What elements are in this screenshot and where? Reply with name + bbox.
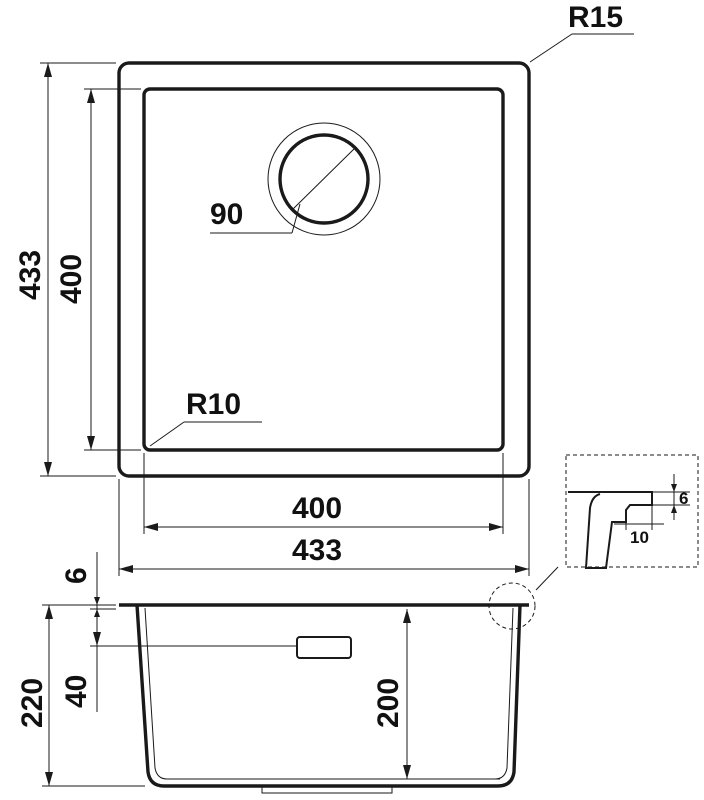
rim-detail-view: 6 10 [535,454,699,591]
overflow-slot [296,636,352,659]
width-inner-label: 400 [292,492,342,525]
overflow-offset-dimension [90,609,297,712]
detail-height-label: 6 [679,489,688,508]
drain-hole [210,122,381,236]
total-depth-dimension [42,604,145,787]
outer-radius-label: R15 [568,1,623,34]
width-outer-label: 433 [292,534,342,567]
bowl-depth-dimension [400,609,500,780]
height-outer-label: 433 [14,250,47,300]
width-400-dimension [143,453,504,534]
height-400-dimension [84,88,141,451]
inner-bowl-outline [142,87,505,452]
inner-radius-label: R10 [186,388,241,421]
detail-frame [565,454,699,568]
bowl-profile-inner [144,607,514,780]
height-433-dimension [40,62,116,477]
top-view: 90 R15 R10 433 400 [14,1,634,576]
bowl-depth-label: 200 [372,678,405,728]
drain-diameter-label: 90 [210,198,243,231]
height-inner-label: 400 [55,254,88,304]
detail-profile [568,491,653,569]
overflow-offset-label: 40 [60,675,93,708]
rim-thickness-label: 6 [60,567,93,584]
drain-outlet [261,786,393,794]
detail-callout-circle [488,582,536,630]
total-depth-label: 220 [16,678,49,728]
width-433-dimension [118,479,530,576]
bowl-profile-outer [135,604,522,788]
detail-width-label: 10 [630,528,649,547]
side-view: 6 220 40 200 [16,552,536,794]
outer-rim-outline [117,61,531,478]
rim-thickness-dimension [90,552,116,630]
